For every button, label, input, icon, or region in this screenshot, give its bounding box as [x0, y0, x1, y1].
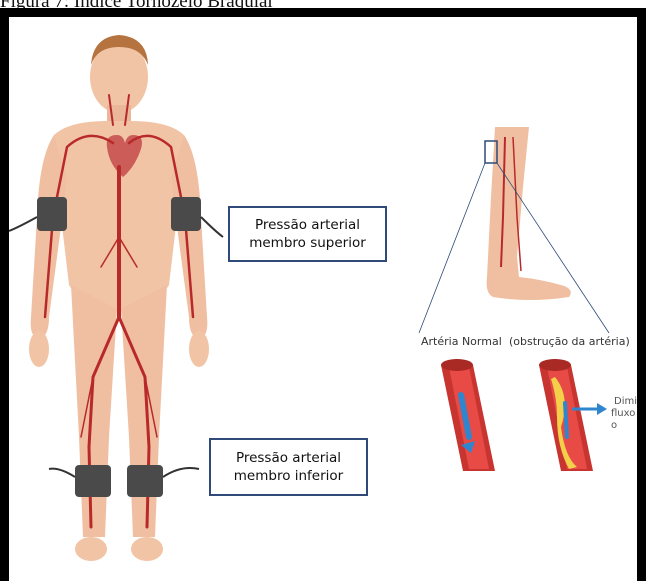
upper-label-line2: membro superior	[249, 234, 366, 252]
diminished-flow-label-line1: Dimi	[614, 396, 637, 408]
lower-limb-pressure-label: Pressão arterial membro inferior	[209, 438, 368, 496]
upper-limb-pressure-label: Pressão arterial membro superior	[228, 206, 387, 262]
leg-illustration	[419, 127, 609, 333]
normal-artery-illustration	[441, 359, 495, 471]
illustration	[9, 17, 637, 581]
human-body-illustration	[9, 35, 223, 561]
figure-frame: Pressão arterial membro superior Pressão…	[0, 8, 646, 581]
diminished-flow-label-line2: fluxo o	[611, 408, 637, 432]
figure-panel: Pressão arterial membro superior Pressão…	[9, 17, 637, 581]
obstructed-artery-illustration	[539, 359, 607, 471]
lower-label-line2: membro inferior	[234, 467, 343, 485]
obstructed-artery-label: (obstrução da artéria)	[509, 335, 630, 348]
lower-label-line1: Pressão arterial	[234, 449, 343, 467]
normal-artery-label: Artéria Normal	[421, 335, 502, 348]
upper-label-line1: Pressão arterial	[249, 216, 366, 234]
